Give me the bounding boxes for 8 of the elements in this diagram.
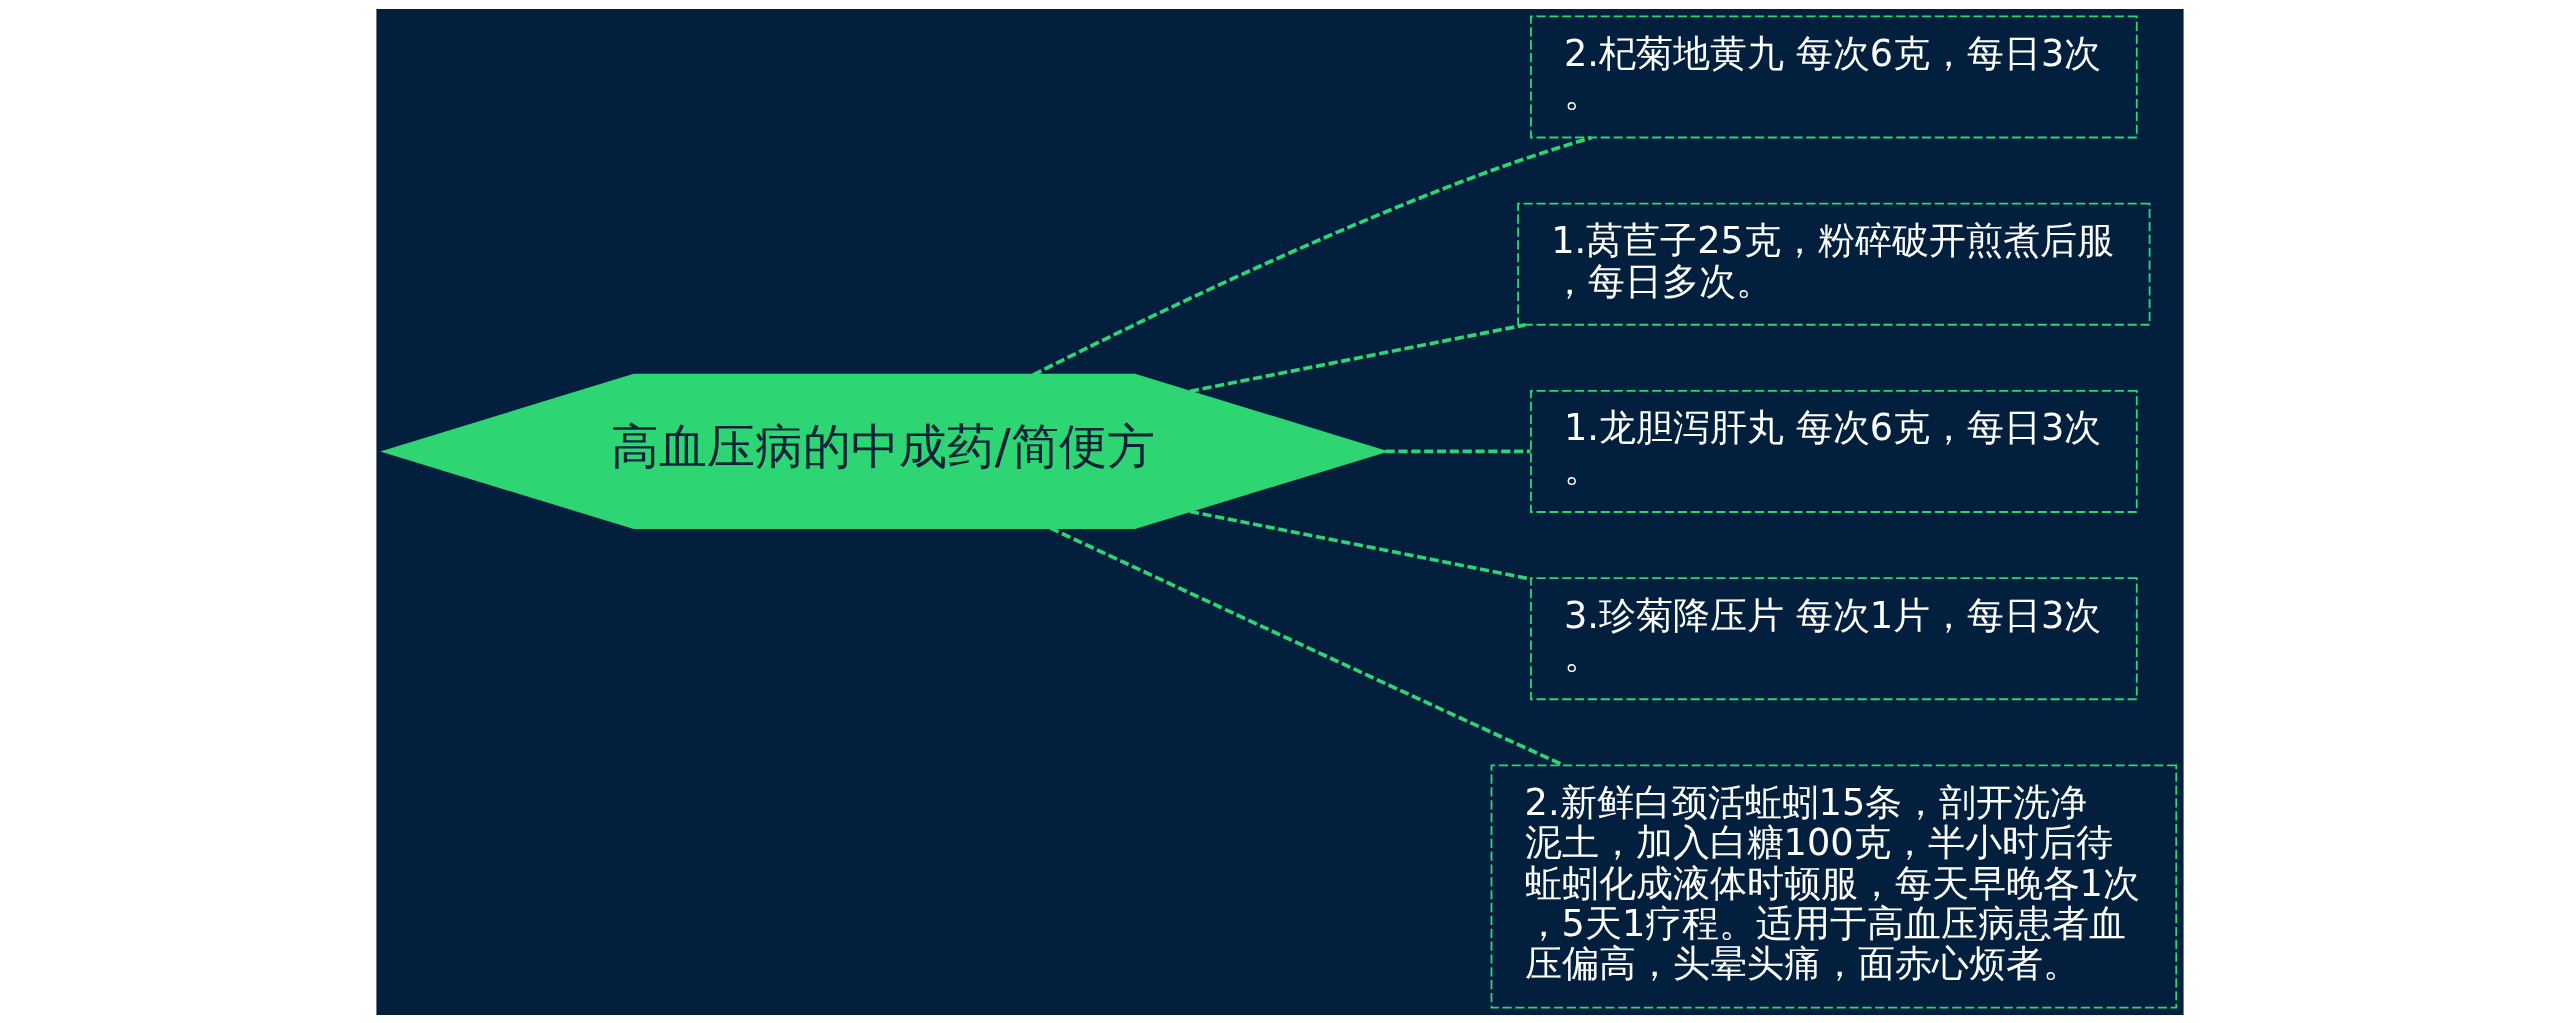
connector [1385, 449, 1531, 453]
node-box: 1.莴苣子25克，粉碎破开煎煮后服，每日多次。 [1517, 202, 2151, 326]
connector [1032, 135, 1592, 376]
node-box: 1.龙胆泻肝丸 每次6克，每日3次。 [1530, 389, 2138, 513]
node-box: 2.杞菊地黄九 每次6克，每日3次。 [1530, 14, 2138, 138]
connector [1189, 322, 1526, 393]
node-box: 2.新鲜白颈活蚯蚓15条，剖开洗净泥土，加入白糖100克，半小时后待蚯蚓化成液体时顿服，每天早晚各1次，5天1疗程。适用于高血压病患者血压偏高，头晕头痛，面赤心烦者。 [1490, 763, 2178, 1009]
node-box: 3.珍菊降压片 每次1片，每日3次。 [1530, 576, 2138, 700]
